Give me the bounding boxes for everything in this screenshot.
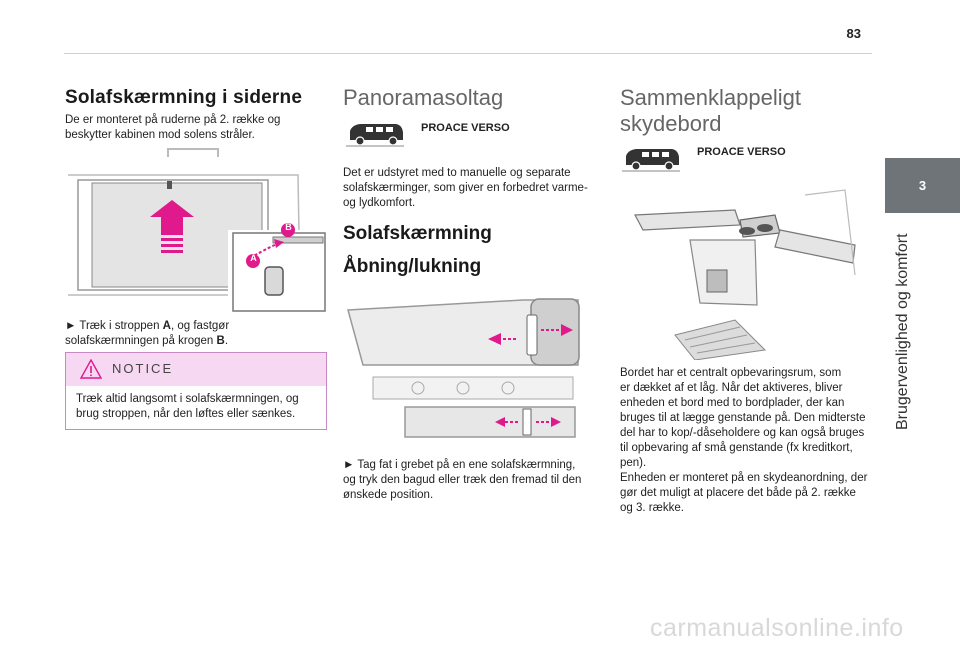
page-number: 83 bbox=[846, 26, 861, 41]
chapter-title: Brugervenlighed og komfort bbox=[894, 233, 911, 430]
step-text: , og fastgør bbox=[170, 320, 230, 332]
title-line: skydebord bbox=[620, 111, 722, 136]
model-label: PROACE VERSO bbox=[697, 146, 786, 158]
body-line: Bordet har et centralt opbevaringsrum, s… bbox=[620, 367, 842, 379]
step-text: solafskærmningen på krogen bbox=[65, 335, 217, 347]
roof-blind-illustration bbox=[343, 285, 600, 445]
subheading-opening-closing: Åbning/lukning bbox=[343, 256, 482, 277]
van-icon bbox=[622, 149, 680, 172]
model-label: PROACE VERSO bbox=[421, 122, 510, 134]
subheading-sunblind: Solafskærmning bbox=[343, 223, 492, 244]
callout-a: A bbox=[250, 253, 257, 263]
intro-line: De er monteret på ruderne på 2. række og bbox=[65, 114, 281, 126]
panoramic-intro: Det er udstyret med to manuelle og separ… bbox=[343, 166, 605, 211]
body-line: gør det muligt at placere det både på 2.… bbox=[620, 487, 856, 499]
chapter-tab[interactable]: 3 bbox=[885, 158, 960, 213]
body-line: til opbevaring af små genstande (fx kred… bbox=[620, 442, 853, 454]
notice-header: NOTICE bbox=[66, 353, 326, 386]
step-line: og tryk den bagud eller træk den fremad … bbox=[343, 474, 582, 486]
section-title-folding-table: Sammenklappeligt skydebord bbox=[620, 85, 801, 137]
chapter-title-vertical: Brugervenlighed og komfort bbox=[888, 220, 918, 430]
body-line: bruges til at lægge genstande på. Den mi… bbox=[620, 412, 866, 424]
step-ref-a: A bbox=[162, 320, 171, 332]
notice-text: Træk altid langsomt i solafskærmningen, … bbox=[66, 386, 326, 428]
notice-line: Træk altid langsomt i solafskærmningen, … bbox=[76, 393, 299, 405]
intro-line: solafskærminger, som giver en forbedret … bbox=[343, 182, 588, 194]
side-blinds-intro: De er monteret på ruderne på 2. række og… bbox=[65, 113, 325, 143]
side-blinds-step: ► Træk i stroppen A, og fastgør solafskæ… bbox=[65, 319, 327, 349]
intro-line: Det er udstyret med to manuelle og separ… bbox=[343, 167, 571, 179]
folding-table-illustration bbox=[615, 185, 875, 360]
section-title-panoramic-roof: Panoramasoltag bbox=[343, 85, 504, 110]
van-icon bbox=[346, 124, 404, 147]
folding-table-description: Bordet har et centralt opbevaringsrum, s… bbox=[620, 366, 882, 516]
body-line: pen). bbox=[620, 457, 647, 469]
title-line: Sammenklappeligt bbox=[620, 85, 801, 110]
intro-line: og lydkomfort. bbox=[343, 197, 416, 209]
warning-icon bbox=[80, 359, 102, 379]
body-line: og 3. række. bbox=[620, 502, 684, 514]
step-line: ► Tag fat i grebet på en ene solafskærmn… bbox=[343, 459, 576, 471]
step-text: . bbox=[224, 335, 229, 347]
intro-line: beskytter kabinen mod solens stråler. bbox=[65, 129, 255, 141]
step-ref-b: B bbox=[216, 335, 225, 347]
side-blind-illustration: B A bbox=[68, 145, 328, 315]
body-line: Enheden er monteret på en skydeanordning… bbox=[620, 472, 868, 484]
section-title-side-blinds: Solafskærmning i siderne bbox=[65, 87, 303, 108]
body-line: enheden et bord med to bordplader, der k… bbox=[620, 397, 845, 409]
roof-blind-step: ► Tag fat i grebet på en ene solafskærmn… bbox=[343, 458, 605, 503]
body-line: er dækket af et låg. Når det aktiveres, … bbox=[620, 382, 843, 394]
notice-line: brug stroppen, når den løftes eller sænk… bbox=[76, 408, 296, 420]
watermark: carmanualsonline.info bbox=[650, 614, 904, 642]
body-line: del har to kop/-dåseholdere og kan også … bbox=[620, 427, 865, 439]
step-text: ► Træk i stroppen bbox=[65, 320, 163, 332]
callout-b: B bbox=[285, 222, 292, 232]
step-line: ønskede position. bbox=[343, 489, 434, 501]
notice-title: NOTICE bbox=[112, 361, 174, 376]
chapter-number: 3 bbox=[918, 178, 927, 193]
header-rule bbox=[64, 53, 872, 54]
notice-box: NOTICE Træk altid langsomt i solafskærmn… bbox=[65, 352, 327, 430]
